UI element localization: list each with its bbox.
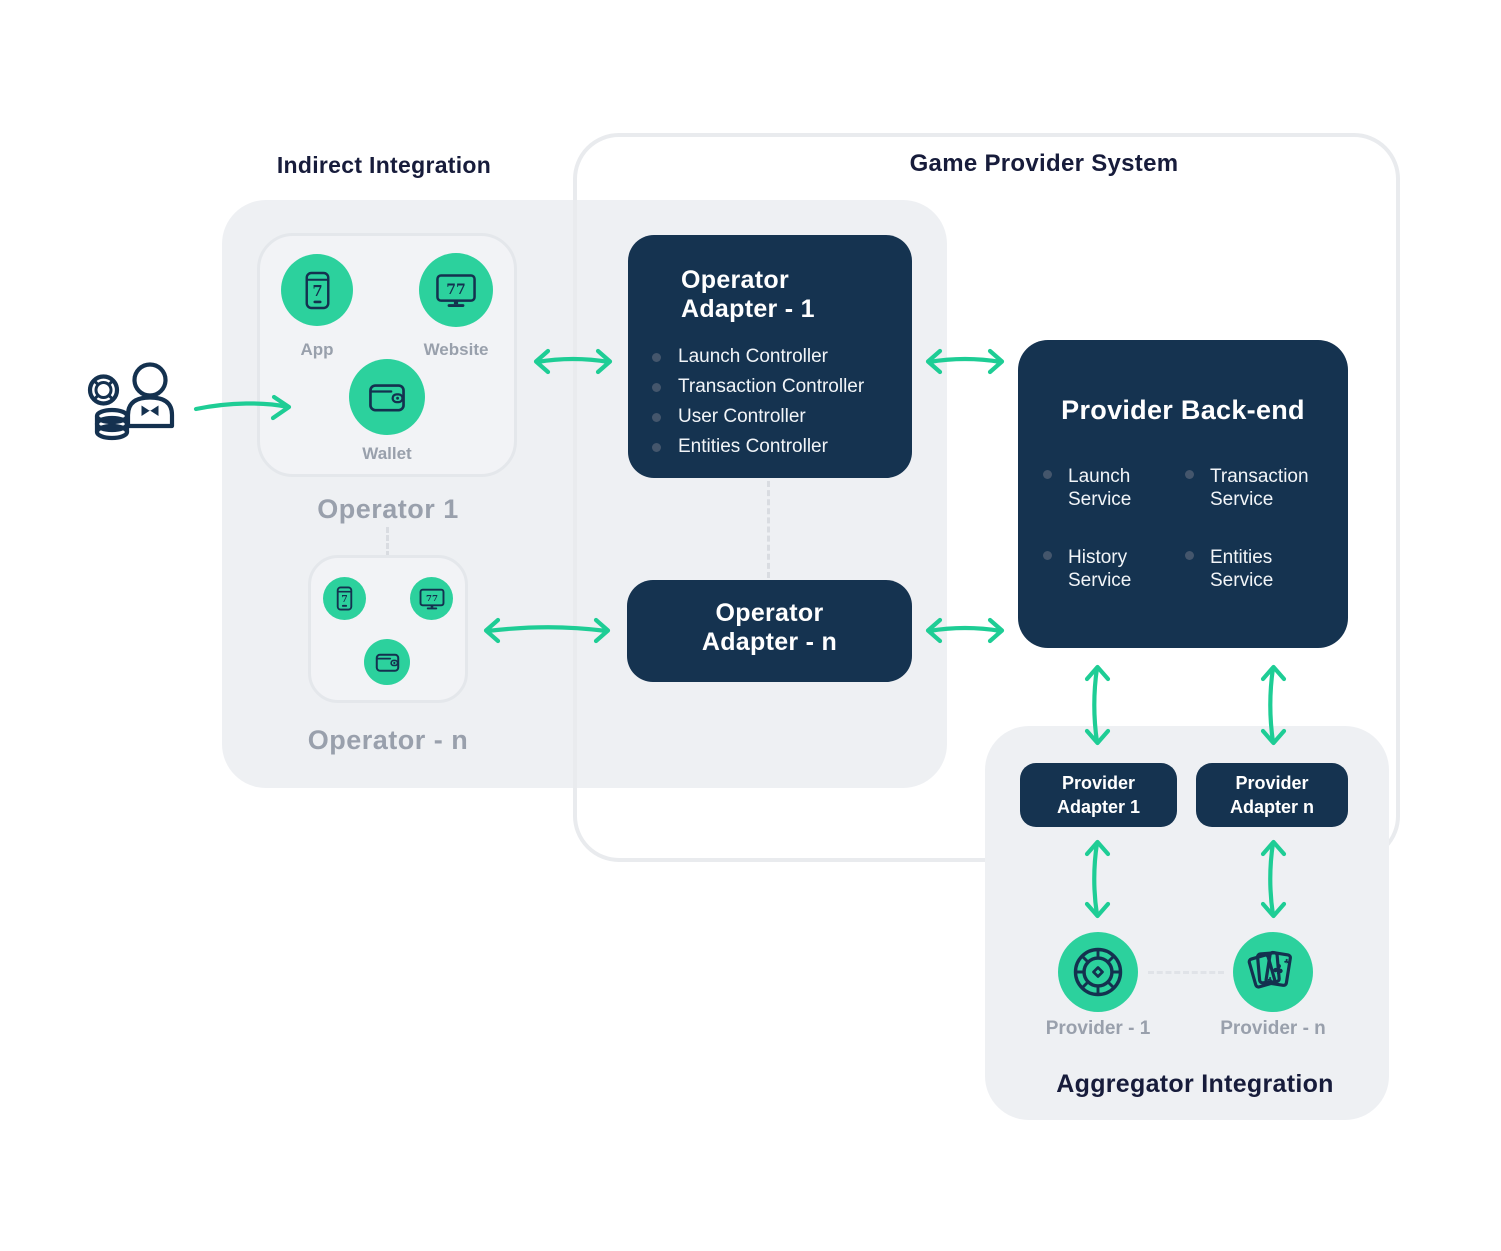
- provider-1-circle: [1058, 932, 1138, 1012]
- provider-1-label: Provider - 1: [1045, 1018, 1151, 1039]
- service-line: Service: [1068, 489, 1132, 510]
- arrow-operator1-adapter1: [533, 348, 613, 375]
- list-item: Transaction Controller: [652, 372, 864, 402]
- monitor-circle-small: 77: [410, 577, 453, 620]
- operator-adapter-n-title: Operator Adapter - n: [627, 599, 912, 657]
- aggregator-integration-title: Aggregator Integration: [1056, 1070, 1334, 1098]
- monitor-icon: 77: [436, 273, 476, 307]
- provider-n-label: Provider - n: [1220, 1018, 1326, 1039]
- wallet-icon: [369, 383, 405, 412]
- player-chip-coins-icon: [87, 362, 175, 441]
- arrow-player-to-operator1: [193, 394, 292, 421]
- controller-label: Entities Controller: [678, 436, 828, 457]
- bullet-dot: [652, 352, 661, 362]
- wallet-circle: [349, 359, 425, 435]
- bullet-dot: [1043, 470, 1052, 479]
- website-label: Website: [423, 340, 489, 359]
- svg-text:♣: ♣: [1266, 975, 1273, 984]
- service-line: Transaction: [1210, 466, 1309, 487]
- operator-adapter-1-title: Operator Adapter - 1: [681, 266, 815, 324]
- controller-label: User Controller: [678, 406, 806, 427]
- svg-text:77: 77: [425, 594, 437, 604]
- operator-adapter-1-controllers: Launch Controller Transaction Controller…: [652, 342, 864, 462]
- label-line: Adapter n: [1229, 797, 1314, 817]
- svg-text:7: 7: [341, 594, 348, 605]
- provider-adapter-n-label: Provider Adapter n: [1196, 771, 1348, 819]
- arrow-backend-provider-adaptern: [1260, 664, 1287, 746]
- bullet-dot: [1185, 551, 1194, 560]
- wallet-icon: [375, 653, 399, 672]
- operator-1-label: Operator 1: [317, 494, 459, 524]
- service-entities: Entities Service: [1210, 546, 1273, 592]
- service-line: Service: [1210, 489, 1274, 510]
- provider1-providern-connector: [1148, 971, 1224, 974]
- phone-icon: 7: [305, 271, 329, 309]
- service-transaction: Transaction Service: [1210, 465, 1309, 511]
- bullet-dot: [652, 412, 661, 422]
- phone-icon: 7: [336, 586, 353, 611]
- provider-adapter-n-box: Provider Adapter n: [1196, 763, 1348, 827]
- wallet-label: Wallet: [362, 444, 412, 463]
- svg-text:♣: ♣: [1283, 957, 1290, 966]
- app-circle: 7: [281, 254, 353, 326]
- game-provider-system-title: Game Provider System: [909, 150, 1179, 177]
- operator-n-label: Operator - n: [307, 725, 469, 755]
- arrow-adaptern-backend: [925, 617, 1005, 644]
- service-history: History Service: [1068, 546, 1131, 592]
- label-line: Provider: [1061, 773, 1136, 793]
- operator1-operatorn-connector: [386, 527, 389, 557]
- service-line: Service: [1210, 570, 1274, 591]
- indirect-integration-title: Indirect Integration: [276, 152, 492, 178]
- arrow-adapter1-backend: [925, 348, 1005, 375]
- service-line: Service: [1068, 570, 1132, 591]
- app-circle-small: 7: [323, 577, 366, 620]
- list-item: Launch Controller: [652, 342, 864, 372]
- list-item: Entities Controller: [652, 432, 864, 462]
- provider-adapter-1-label: Provider Adapter 1: [1020, 771, 1177, 819]
- provider-backend-box: [1018, 340, 1348, 648]
- roulette-chip-icon: [1073, 947, 1123, 997]
- wallet-circle-small: [364, 639, 410, 685]
- operator-adapter-1-title-line1: Operator: [681, 266, 789, 294]
- playing-cards-icon: ♣ ♣ ♣: [1247, 950, 1292, 989]
- service-line: Entities: [1210, 547, 1273, 568]
- label-line: Provider: [1235, 773, 1309, 793]
- bullet-dot: [652, 382, 661, 392]
- service-launch: Launch Service: [1068, 465, 1131, 511]
- arrow-backend-provider-adapter1: [1084, 664, 1111, 746]
- service-line: History: [1068, 547, 1128, 568]
- provider-backend-title: Provider Back-end: [1061, 395, 1305, 425]
- adapter1-adaptern-connector: [767, 481, 770, 578]
- operator-adapter-1-box: [628, 235, 912, 478]
- label-line: Adapter 1: [1056, 797, 1141, 817]
- bullet-dot: [652, 442, 661, 452]
- svg-text:7: 7: [312, 282, 322, 299]
- monitor-icon: 77: [419, 588, 444, 609]
- arrow-provider-adapter1-provider1: [1084, 839, 1111, 919]
- arrow-provider-adaptern-providern: [1260, 839, 1287, 919]
- app-label: App: [300, 340, 334, 359]
- list-item: User Controller: [652, 402, 864, 432]
- provider-adapter-1-box: Provider Adapter 1: [1020, 763, 1177, 827]
- provider-n-circle: ♣ ♣ ♣: [1233, 932, 1313, 1012]
- operator-adapter-1-title-line2: Adapter - 1: [681, 295, 815, 323]
- website-circle: 77: [419, 253, 493, 327]
- operator-adapter-n-title-line2: Adapter - n: [701, 628, 838, 656]
- controller-label: Transaction Controller: [678, 376, 865, 397]
- operator-adapter-n-title-line1: Operator: [715, 599, 824, 627]
- controller-label: Launch Controller: [678, 346, 828, 367]
- service-line: Launch: [1068, 466, 1131, 487]
- svg-text:♣: ♣: [1271, 961, 1286, 979]
- bullet-dot: [1043, 551, 1052, 560]
- arrow-operatorn-adaptern: [483, 617, 611, 644]
- svg-text:77: 77: [446, 282, 465, 298]
- operator-adapter-n-box: [627, 580, 912, 682]
- bullet-dot: [1185, 470, 1194, 479]
